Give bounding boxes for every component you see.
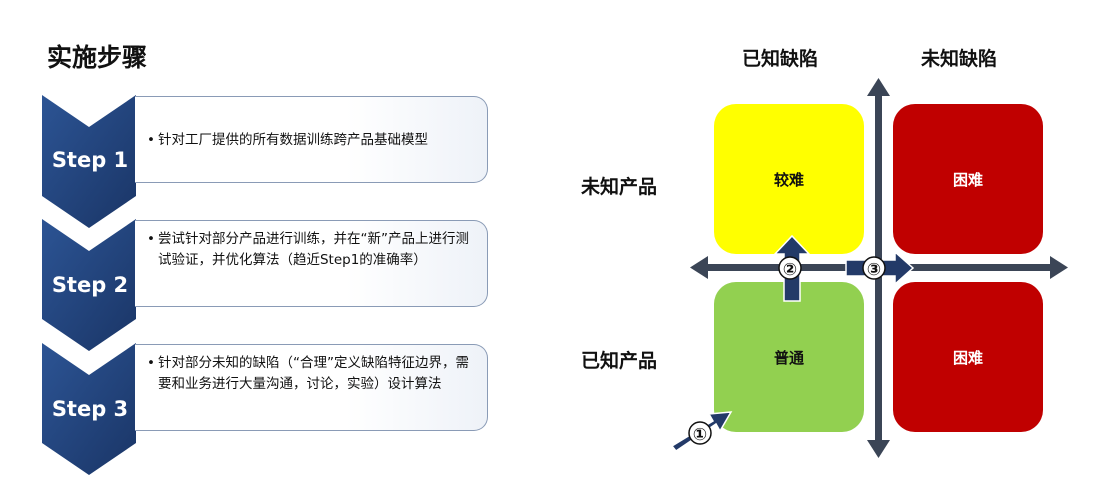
marker-2: ② — [778, 256, 802, 280]
step-1-description: • 针对工厂提供的所有数据训练跨产品基础模型 — [135, 96, 488, 183]
step-3-label: Step 3 — [51, 397, 129, 421]
step-1-chevron — [42, 95, 136, 228]
quadrant-top-right: 困难 — [893, 104, 1043, 254]
step-2-label: Step 2 — [51, 273, 129, 297]
marker-1-label: ① — [693, 425, 707, 445]
quadrant-bottom-left: 普通 — [714, 282, 864, 432]
marker-1: ① — [688, 421, 712, 445]
step-3-description: • 针对部分未知的缺陷（“合理”定义缺陷特征边界，需要和业务进行大量沟通，讨论，… — [135, 344, 488, 431]
quadrant-bottom-right: 困难 — [893, 282, 1043, 432]
marker-2-label: ② — [783, 260, 797, 280]
marker-3: ③ — [862, 256, 886, 280]
step-2-bullet: • — [147, 231, 155, 247]
step-chevrons — [42, 95, 136, 475]
step-1-bullet: • — [147, 132, 155, 148]
step-2-description: • 尝试针对部分产品进行训练，并在“新”产品上进行测试验证，并优化算法（趋近St… — [135, 220, 488, 307]
step-1-text: 针对工厂提供的所有数据训练跨产品基础模型 — [157, 132, 428, 148]
marker-3-label: ③ — [867, 260, 881, 280]
col-header-unknown-defect: 未知缺陷 — [921, 48, 998, 70]
page-title: 实施步骤 — [47, 43, 148, 72]
step-3-bullet: • — [147, 355, 155, 371]
col-header-known-defect: 已知缺陷 — [742, 48, 819, 70]
row-header-unknown-product: 未知产品 — [581, 176, 658, 198]
step-3-chevron — [42, 343, 136, 475]
step-2-chevron — [42, 219, 136, 351]
step-1-label: Step 1 — [51, 148, 129, 172]
row-header-known-product: 已知产品 — [581, 350, 658, 372]
step-2-text: 尝试针对部分产品进行训练，并在“新”产品上进行测试验证，并优化算法（趋近Step… — [157, 231, 469, 268]
step-3-text: 针对部分未知的缺陷（“合理”定义缺陷特征边界，需要和业务进行大量沟通，讨论，实验… — [157, 355, 469, 392]
quadrant-top-left: 较难 — [714, 104, 864, 254]
